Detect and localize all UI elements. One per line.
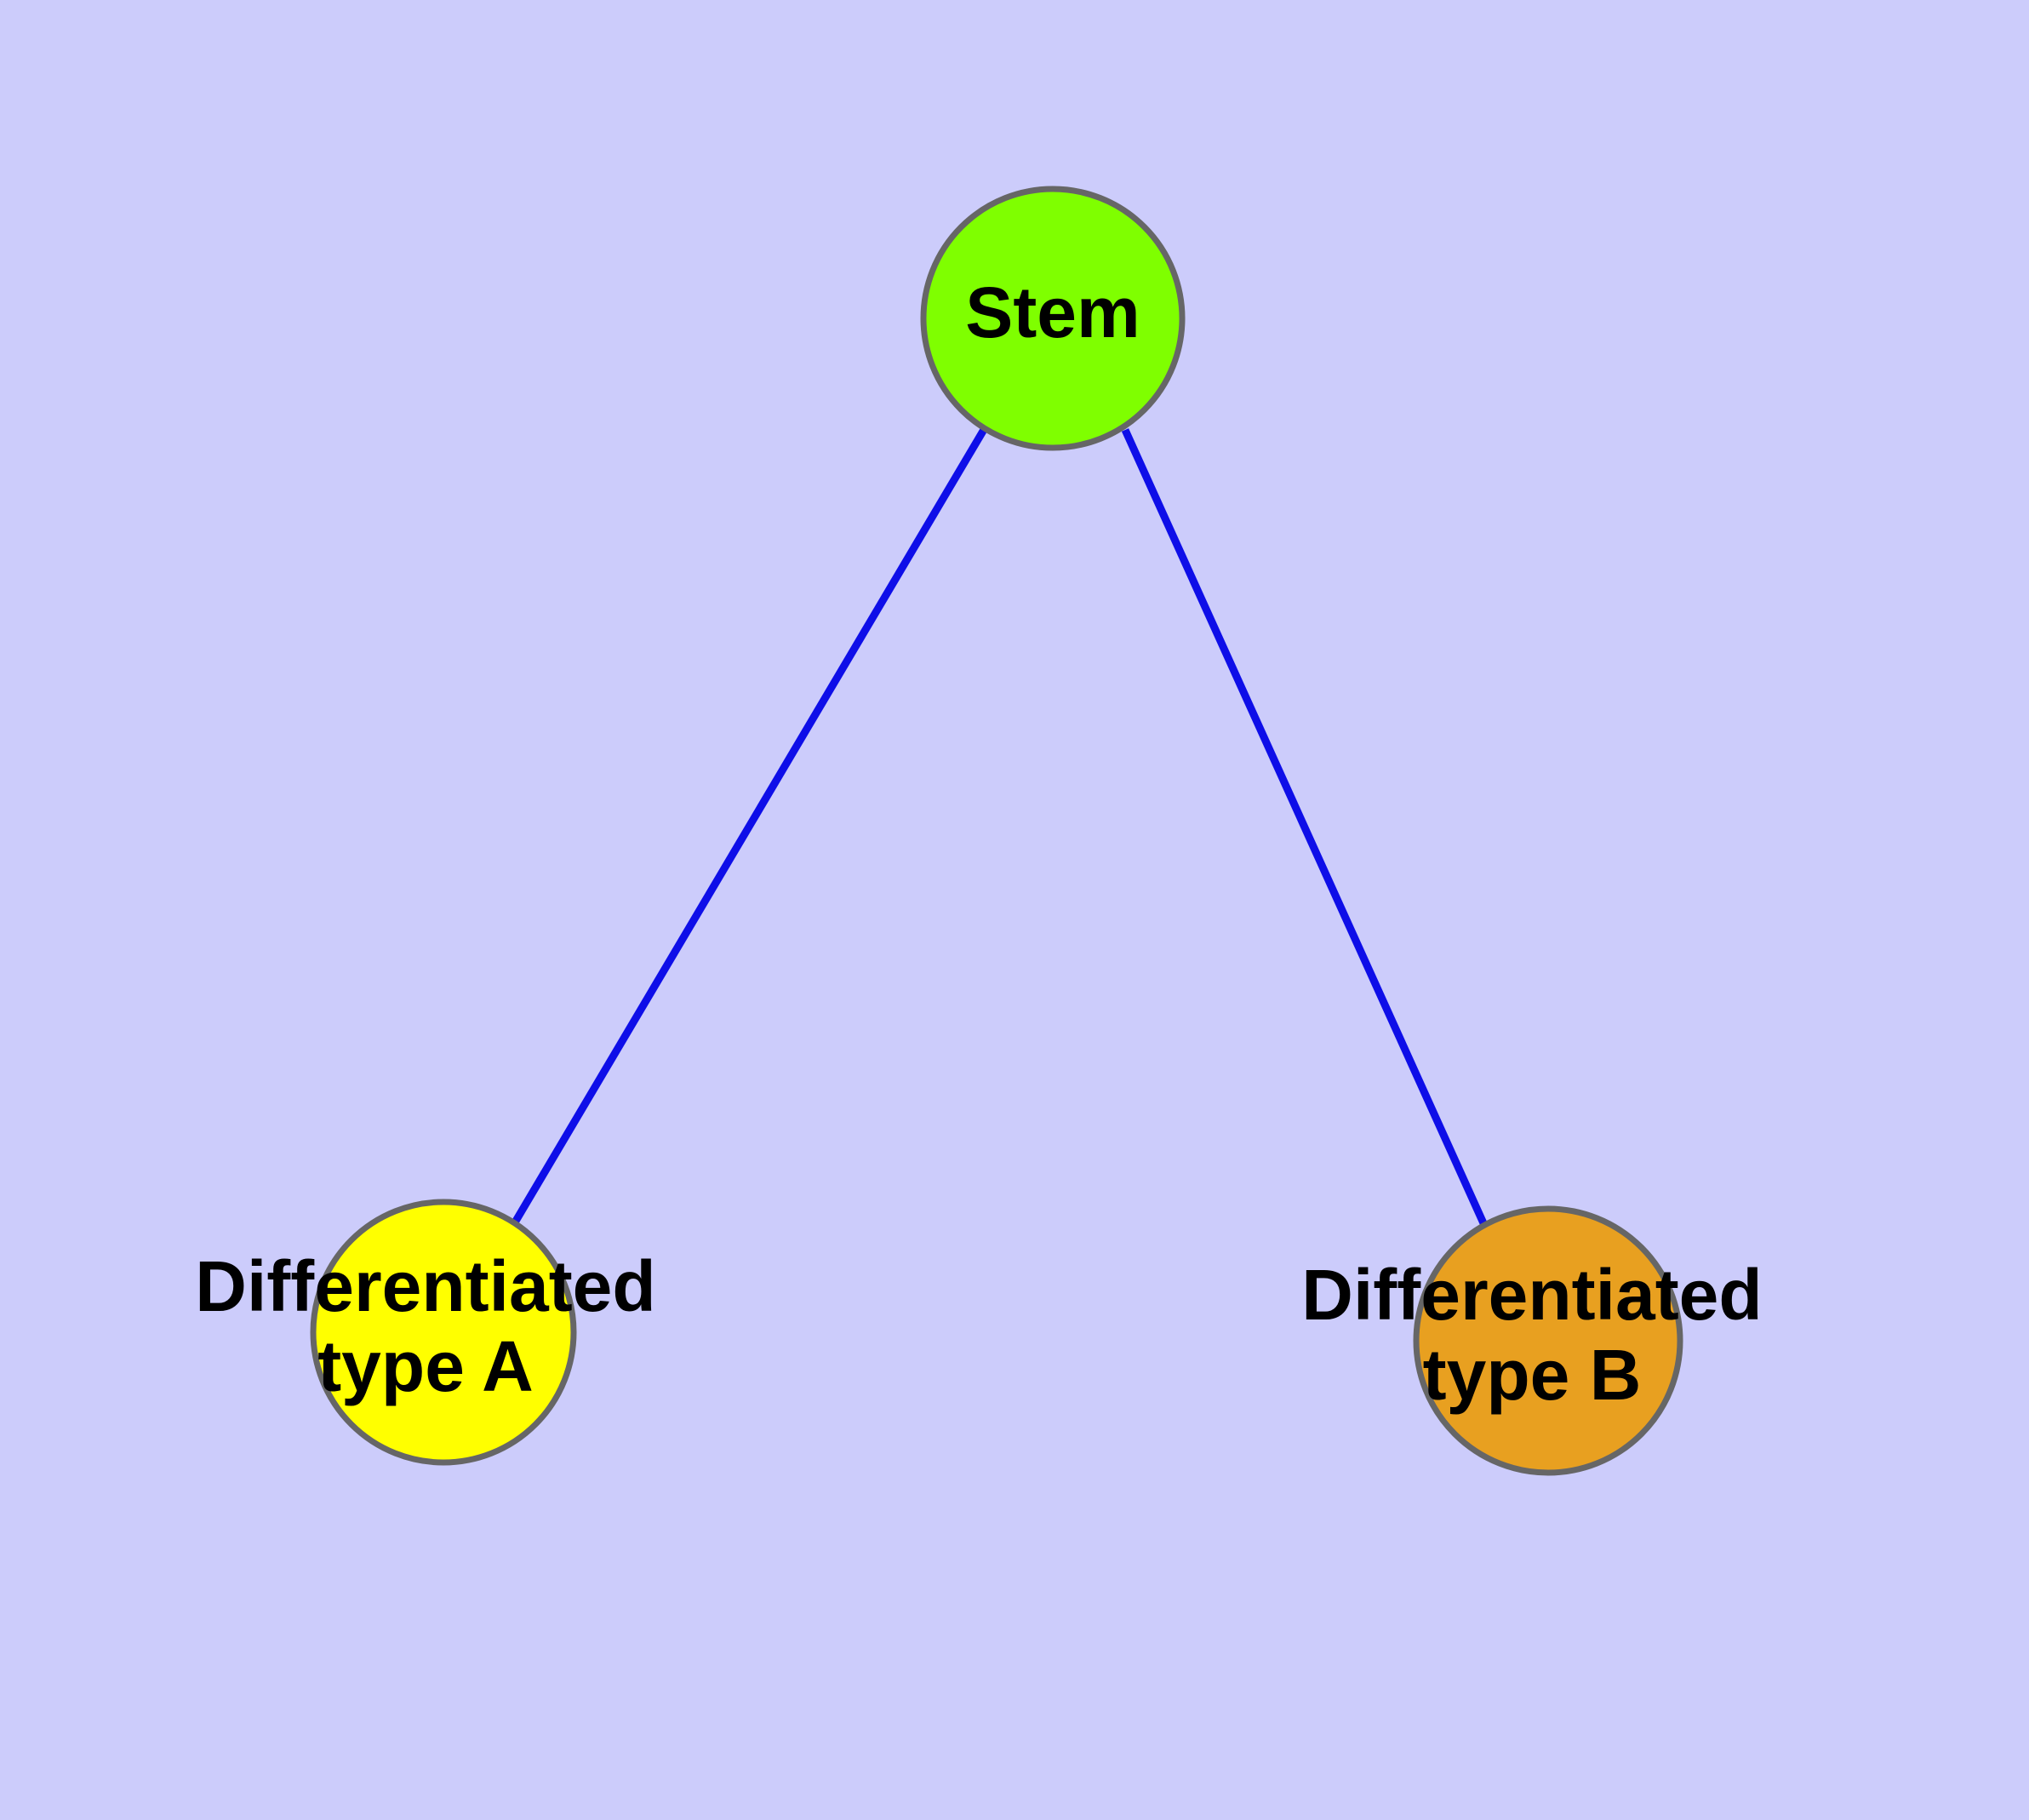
node-label-stem: Stem bbox=[965, 272, 1140, 352]
graph-node-stem[interactable] bbox=[920, 186, 1186, 451]
graph-edge-stem-to-diff-a[interactable] bbox=[512, 426, 988, 1225]
nodes-layer bbox=[310, 186, 1683, 1476]
node-label-line: Stem bbox=[965, 272, 1140, 352]
graph-edge-stem-to-diff-b[interactable] bbox=[1121, 428, 1492, 1234]
graph-node-diff-b[interactable] bbox=[1413, 1205, 1683, 1476]
node-label-line: Differentiated bbox=[1301, 1255, 1762, 1335]
node-label-line: Differentiated bbox=[195, 1246, 655, 1326]
node-label-line: type A bbox=[317, 1326, 534, 1406]
node-label-line: type B bbox=[1423, 1335, 1642, 1415]
edges-layer bbox=[512, 426, 1492, 1234]
graph-node-diff-a[interactable] bbox=[310, 1199, 577, 1466]
